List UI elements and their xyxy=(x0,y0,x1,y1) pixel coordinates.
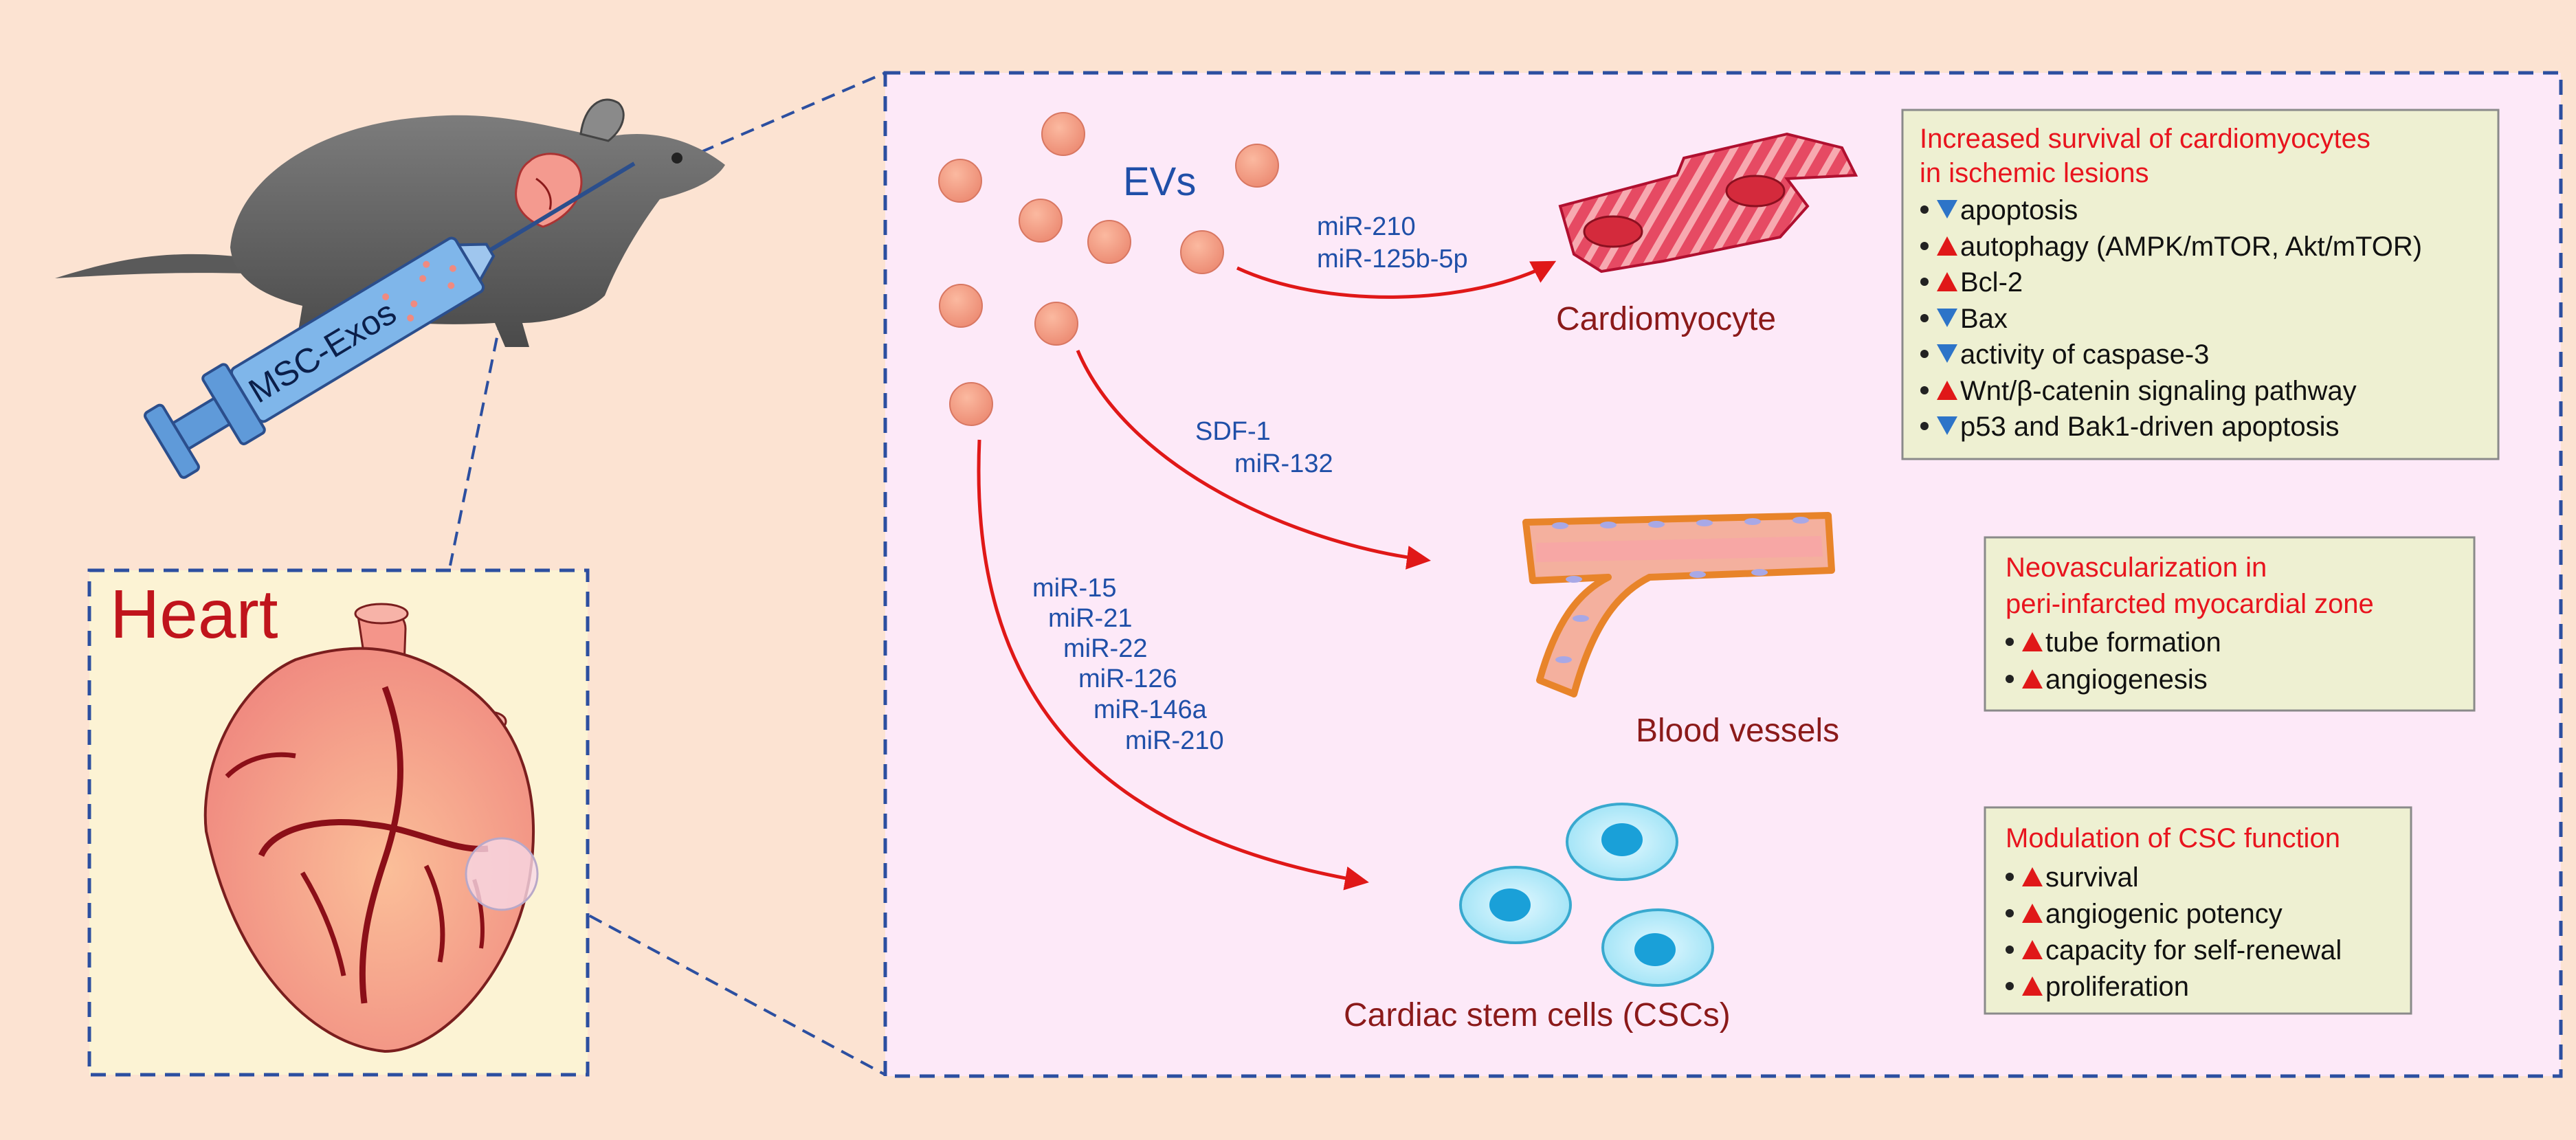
zoom-circle xyxy=(465,837,539,911)
up-triangle-icon xyxy=(1937,272,1957,291)
arrow-to-stem-cells xyxy=(977,439,1369,891)
bullet xyxy=(2006,638,2014,646)
up-triangle-icon xyxy=(2022,904,2043,923)
mirna-label: miR-126 xyxy=(1078,664,1177,693)
list-item-text: tube formation xyxy=(2045,627,2221,658)
down-triangle-icon xyxy=(1937,416,1957,435)
target-vessels-label: Blood vessels xyxy=(1636,713,1839,749)
arrow-to-cardiomyocyte xyxy=(1236,260,1557,299)
ev-label: EVs xyxy=(1123,159,1196,204)
heart-panel-title: Heart xyxy=(110,576,278,653)
info-box-vessels: Neovascularization in peri-infarcted myo… xyxy=(1984,536,2476,712)
heart-illustration xyxy=(203,603,535,1053)
mirna-label: SDF-1 xyxy=(1195,417,1271,446)
rat-illustration xyxy=(55,98,725,347)
down-triangle-icon xyxy=(1937,344,1957,363)
info-box-title: Modulation of CSC function xyxy=(2006,823,2340,853)
down-triangle-icon xyxy=(1937,309,1957,327)
list-item-text: Bax xyxy=(1960,304,2008,334)
rat-heart-icon xyxy=(515,153,583,228)
down-triangle-icon xyxy=(1937,200,1957,219)
info-box-stem-cells: Modulation of CSC function survival angi… xyxy=(1984,806,2412,1015)
list-item-text: apoptosis xyxy=(1960,195,2078,225)
blood-vessel-illustration xyxy=(1522,512,1835,697)
ev-particles xyxy=(938,112,1279,426)
list-item: capacity for self-renewal xyxy=(2006,935,2342,965)
list-item-text: proliferation xyxy=(2045,972,2189,1002)
list-item: activity of caspase-3 xyxy=(1920,339,2209,370)
ev-particle xyxy=(1034,302,1078,346)
up-triangle-icon xyxy=(2022,669,2043,689)
list-item-text: p53 and Bak1-driven apoptosis xyxy=(1960,412,2339,442)
bullet xyxy=(1920,278,1929,286)
info-box-title: Neovascularization in xyxy=(2006,552,2267,583)
mirna-label: miR-210 xyxy=(1125,726,1224,755)
ev-particle xyxy=(949,382,993,426)
up-triangle-icon xyxy=(2022,976,2043,996)
bullet xyxy=(1920,205,1929,214)
bullet xyxy=(1920,350,1929,358)
mirna-label: miR-125b-5p xyxy=(1317,245,1468,273)
bullet xyxy=(2006,946,2014,954)
mirna-label: miR-210 xyxy=(1317,212,1416,241)
list-item-text: angiogenic potency xyxy=(2045,899,2283,929)
list-item: autophagy (AMPK/mTOR, Akt/mTOR) xyxy=(1920,232,2422,262)
list-item: survival xyxy=(2006,862,2139,893)
ev-particle xyxy=(1087,220,1131,264)
list-item: Wnt/β-catenin signaling pathway xyxy=(1920,376,2357,406)
bullet xyxy=(2006,675,2014,683)
list-item: proliferation xyxy=(2006,972,2189,1002)
info-box-title: Increased survival of cardiomyocytes xyxy=(1920,124,2370,154)
list-item-text: Wnt/β-catenin signaling pathway xyxy=(1960,376,2357,406)
mirna-label: miR-22 xyxy=(1063,634,1147,663)
ev-particle xyxy=(938,159,982,203)
bullet xyxy=(1920,386,1929,394)
list-item-text: capacity for self-renewal xyxy=(2045,935,2342,965)
list-item: p53 and Bak1-driven apoptosis xyxy=(1920,412,2339,442)
list-item: angiogenic potency xyxy=(2006,899,2283,929)
bullet xyxy=(2006,873,2014,881)
list-item-text: angiogenesis xyxy=(2045,664,2208,695)
mirna-label: miR-146a xyxy=(1093,695,1208,724)
target-stem-cells-label: Cardiac stem cells (CSCs) xyxy=(1344,997,1731,1033)
list-item-text: autophagy (AMPK/mTOR, Akt/mTOR) xyxy=(1960,232,2422,262)
info-box-cardiomyocyte: Increased survival of cardiomyocytes in … xyxy=(1901,109,2500,460)
list-item: tube formation xyxy=(2006,627,2221,658)
mirna-label: miR-21 xyxy=(1048,604,1132,633)
up-triangle-icon xyxy=(2022,940,2043,959)
bullet xyxy=(1920,314,1929,322)
cardiomyocyte-illustration xyxy=(1558,132,1858,273)
list-item-text: activity of caspase-3 xyxy=(1960,339,2209,370)
bullet xyxy=(1920,242,1929,250)
up-triangle-icon xyxy=(1937,381,1957,400)
ev-particle xyxy=(1235,144,1279,188)
list-item-text: Bcl-2 xyxy=(1960,267,2023,298)
mirna-label: miR-15 xyxy=(1032,574,1116,603)
info-box-title: peri-infarcted myocardial zone xyxy=(2006,589,2374,619)
list-item: Bcl-2 xyxy=(1920,267,2023,298)
list-item-text: survival xyxy=(2045,862,2139,893)
list-item: apoptosis xyxy=(1920,195,2078,225)
up-triangle-icon xyxy=(2022,867,2043,886)
list-item: angiogenesis xyxy=(2006,664,2208,695)
info-box-title: in ischemic lesions xyxy=(1920,158,2148,188)
ev-particle xyxy=(1019,199,1063,243)
bullet xyxy=(1920,422,1929,430)
target-cardiomyocyte-label: Cardiomyocyte xyxy=(1556,301,1776,337)
up-triangle-icon xyxy=(1937,236,1957,256)
arrow-to-vessels xyxy=(1076,350,1431,570)
ev-particle xyxy=(1041,112,1085,156)
stem-cells-illustration xyxy=(1459,803,1714,987)
up-triangle-icon xyxy=(2022,632,2043,651)
ev-particle xyxy=(1180,230,1224,274)
ev-particle xyxy=(939,284,983,328)
bullet xyxy=(2006,982,2014,990)
list-item: Bax xyxy=(1920,304,2008,334)
mirna-label: miR-132 xyxy=(1234,449,1333,478)
bullet xyxy=(2006,909,2014,917)
